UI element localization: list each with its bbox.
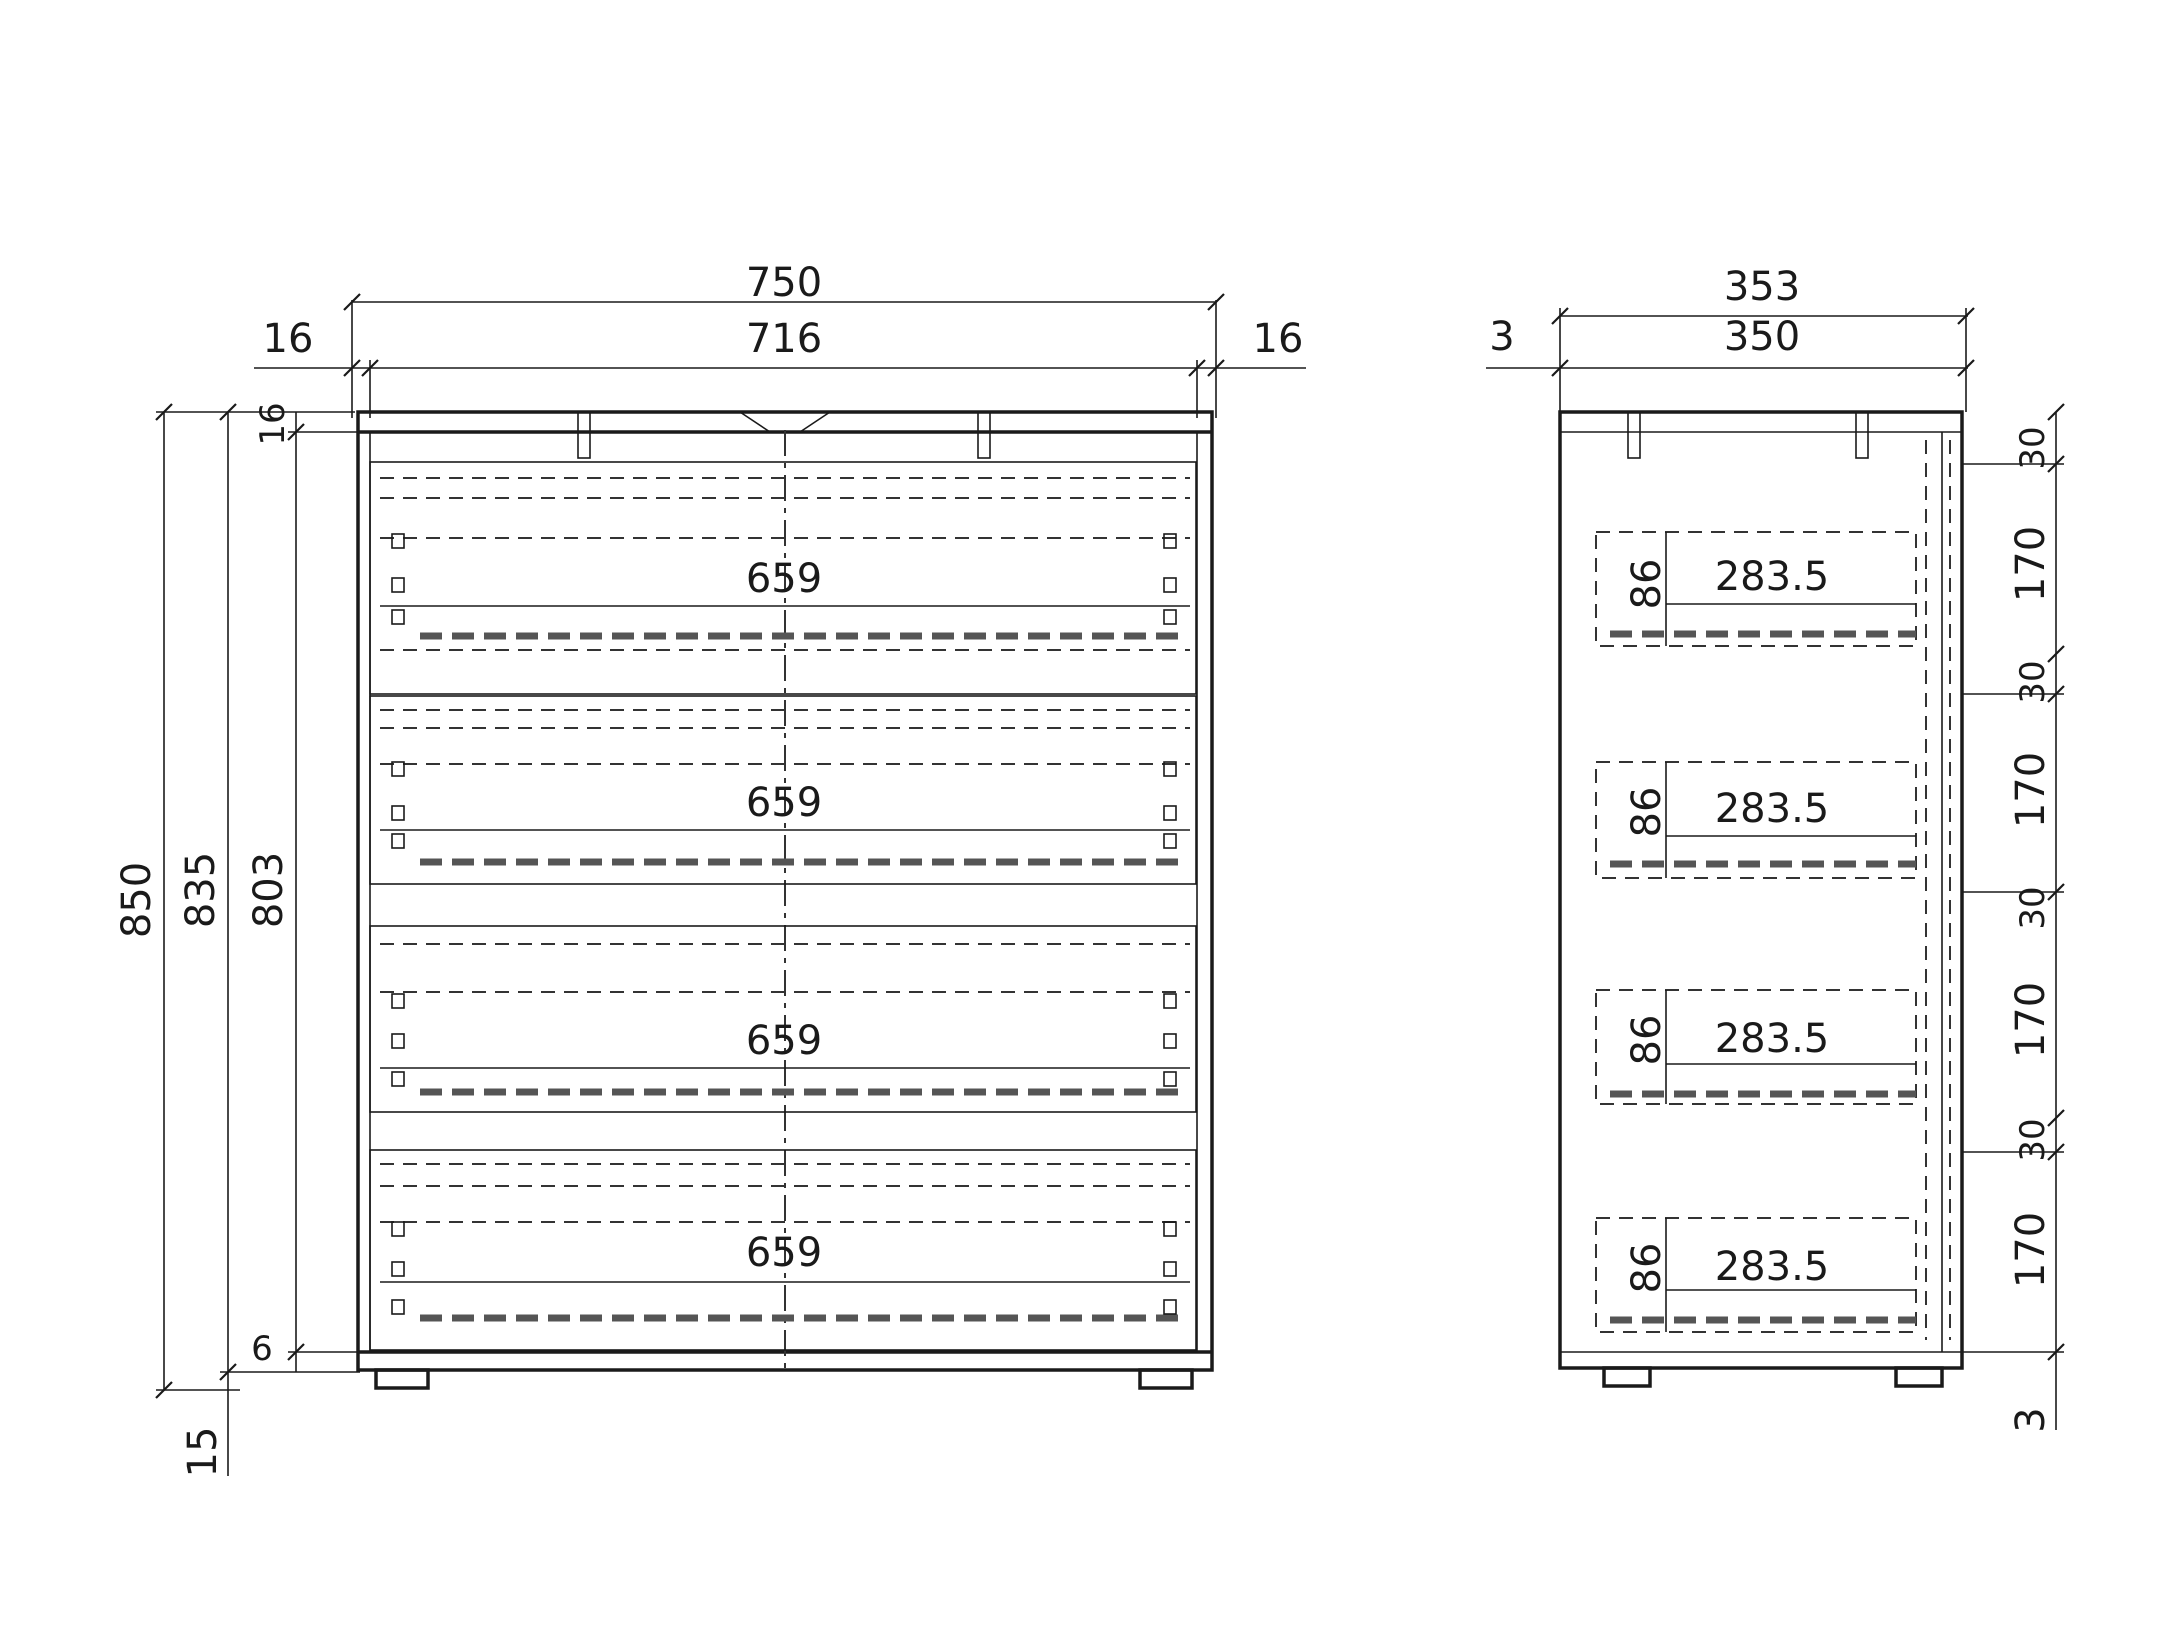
front-view: 750 716 16 16 850: [114, 260, 1306, 1477]
label-16-right: 16: [1253, 316, 1304, 362]
dim-depth: 353 350 3: [1486, 264, 1975, 412]
side-drawer-1: 86 283.5: [1595, 531, 1917, 647]
side-drawer-height-4: 86: [1624, 1243, 1670, 1294]
side-drawer-height-2: 86: [1624, 787, 1670, 838]
front-drawer-3: 659: [369, 925, 1197, 1113]
foot-gap: 3: [2008, 1407, 2054, 1432]
front-height-2: 170: [2008, 752, 2054, 828]
side-carcass: [1558, 410, 1964, 1388]
front-height-3: 170: [2008, 982, 2054, 1058]
side-drawer-depth-2: 283.5: [1715, 786, 1830, 832]
label-bottom-6: 6: [251, 1329, 273, 1369]
label-803: 803: [246, 852, 292, 928]
side-drawer-height-1: 86: [1624, 559, 1670, 610]
gap-3: 30: [2013, 886, 2053, 929]
front-drawer-1: 659: [369, 461, 1197, 695]
side-runner-marks: [1925, 440, 1951, 1340]
dim-side-chain: 30 170 30 170 30 170 30 170 3: [1962, 403, 2065, 1433]
label-716: 716: [746, 316, 822, 362]
gap-4: 30: [2013, 1118, 2053, 1161]
gap-1: 30: [2013, 426, 2053, 469]
front-height-4: 170: [2008, 1212, 2054, 1288]
label-3-front: 3: [1489, 314, 1514, 360]
dim-heights: 850 835 803 16 6 15: [114, 402, 360, 1477]
front-height-1: 170: [2008, 526, 2054, 602]
label-850: 850: [114, 862, 160, 938]
label-15: 15: [180, 1427, 226, 1478]
dim-inner-width: 716 16 16: [254, 316, 1306, 418]
side-drawer-4: 86 283.5: [1595, 1217, 1917, 1333]
dim-overall-width: 750: [343, 260, 1225, 418]
side-drawer-height-3: 86: [1624, 1015, 1670, 1066]
side-drawer-depth-3: 283.5: [1715, 1016, 1830, 1062]
drawer-width-1: 659: [746, 556, 822, 602]
label-750: 750: [746, 260, 822, 306]
label-353: 353: [1724, 264, 1800, 310]
side-drawer-3: 86 283.5: [1595, 989, 1917, 1105]
drawer-width-4: 659: [746, 1230, 822, 1276]
label-16-left: 16: [263, 316, 314, 362]
front-carcass: [356, 410, 1214, 1390]
label-top-16: 16: [253, 402, 293, 445]
gap-2: 30: [2013, 660, 2053, 703]
front-drawer-4: 659: [369, 1149, 1197, 1351]
side-drawer-depth-1: 283.5: [1715, 554, 1830, 600]
side-drawer-2: 86 283.5: [1595, 761, 1917, 879]
front-drawer-2: 659: [369, 695, 1197, 885]
front-runner-marks: [391, 533, 1177, 1315]
side-drawer-depth-4: 283.5: [1715, 1244, 1830, 1290]
label-835: 835: [178, 852, 224, 928]
side-view: 353 350 3 86 283.5: [1486, 264, 2065, 1433]
label-350: 350: [1724, 314, 1800, 360]
drawer-width-3: 659: [746, 1018, 822, 1064]
drawer-width-2: 659: [746, 780, 822, 826]
